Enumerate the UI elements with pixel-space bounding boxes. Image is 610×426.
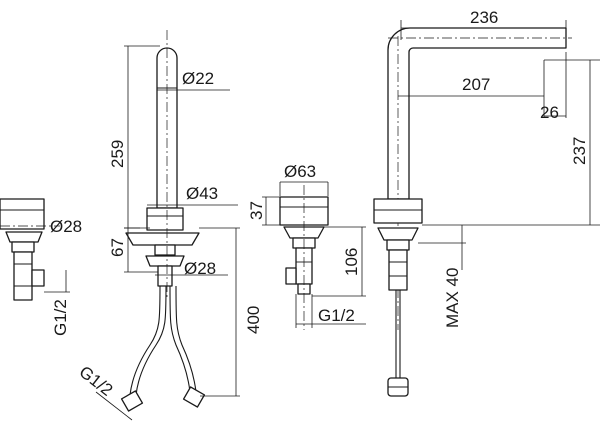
left-shank-diameter-label: Ø28 [50, 217, 82, 236]
handle-valve [279, 185, 329, 330]
dim-handle-thread [295, 294, 366, 328]
dim-400 [199, 227, 240, 397]
spout-height-side-label: 237 [570, 137, 589, 165]
handle-shank-length-label: 106 [342, 248, 361, 276]
dim-max-40 [418, 225, 466, 270]
hose-thread-label: G1/2 [76, 362, 117, 400]
handle-height-label: 37 [247, 201, 266, 220]
spout-side-view [373, 27, 572, 397]
handle-diameter-label: Ø63 [284, 162, 316, 181]
spout-tip-depth-label: 26 [540, 103, 559, 122]
dim-106 [312, 226, 366, 297]
spout-shank-diameter-label: Ø28 [184, 259, 216, 278]
left-thread-label: G1/2 [51, 299, 70, 336]
dim-37 [262, 196, 280, 226]
spout-shank-length-label: 67 [108, 238, 127, 257]
dim-207 [398, 52, 567, 118]
dim-handle-diameter [279, 181, 329, 196]
dim-236 [400, 20, 567, 40]
hose-length-label: 400 [244, 306, 263, 334]
spout-height-front-label: 259 [108, 140, 127, 168]
left-handle-valve [0, 198, 70, 301]
handle-thread-label: G1/2 [318, 306, 355, 325]
max-deck-thickness-label: MAX 40 [443, 268, 462, 328]
dim-67 [124, 227, 158, 273]
spout-front-view [120, 30, 206, 412]
dim-hose-thread [95, 391, 133, 421]
dim-237 [422, 59, 600, 226]
spout-width-label: 236 [470, 8, 498, 27]
dim-259 [124, 45, 160, 229]
spout-reach-label: 207 [462, 75, 490, 94]
base-diameter-label: Ø43 [186, 184, 218, 203]
tube-diameter-label: Ø22 [182, 69, 214, 88]
